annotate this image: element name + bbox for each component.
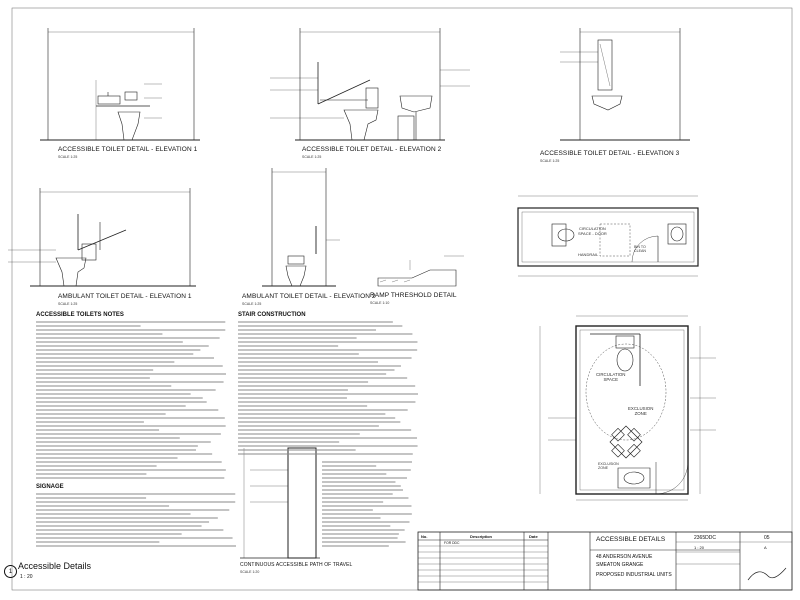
tb-col-no: No. xyxy=(421,534,428,539)
tb-col-description: Description xyxy=(470,534,493,539)
path-of-travel-title: CONTINUOUS ACCESSIBLE PATH OF TRAVEL xyxy=(240,562,353,568)
tb-scale: 1 : 20 xyxy=(694,545,705,550)
tb-revision: A xyxy=(764,545,767,550)
stair-notes-heading: STAIR CONSTRUCTION xyxy=(238,312,306,318)
view-scale: 1 : 20 xyxy=(20,574,33,580)
plan-handrail-label: HANDRAIL xyxy=(578,252,599,257)
accessible-notes-heading: ACCESSIBLE TOILETS NOTES xyxy=(36,312,124,318)
accessible-notes-lines xyxy=(36,321,226,479)
ambulant-plan-drawing xyxy=(517,195,699,277)
elevation-2-drawing xyxy=(270,28,470,141)
path-of-travel-scale: SCALE 1:20 xyxy=(240,570,260,574)
stair-notes-lower-lines xyxy=(322,461,412,547)
tb-row1-description: FOR DDC xyxy=(444,541,460,545)
elevation-3-title: ACCESSIBLE TOILET DETAIL - ELEVATION 3 xyxy=(540,150,680,157)
signage-lines xyxy=(36,493,236,547)
tb-project-name: PROPOSED INDUSTRIAL UNITS xyxy=(596,572,672,578)
ambulant-elevation-2-scale: SCALE 1:25 xyxy=(242,302,262,306)
ambulant-elevation-1-scale: SCALE 1:25 xyxy=(58,302,78,306)
signage-heading: SIGNAGE xyxy=(36,484,64,490)
elevation-3-drawing xyxy=(560,28,690,141)
elevation-2-scale: SCALE 1:25 xyxy=(302,155,322,159)
view-title: Accessible Details xyxy=(18,561,92,571)
title-block-linework xyxy=(417,531,793,591)
path-of-travel-drawing xyxy=(240,447,320,559)
ramp-threshold-drawing xyxy=(377,255,464,287)
ramp-threshold-title: RAMP THRESHOLD DETAIL xyxy=(370,292,457,299)
ambulant-elevation-1-title: AMBULANT TOILET DETAIL - ELEVATION 1 xyxy=(58,293,192,300)
plan-bin-label: BIN TO CLEAN xyxy=(634,245,646,253)
ramp-threshold-scale: SCALE 1:10 xyxy=(370,301,390,305)
plan-exclusion-zone-label: EXCLUSION ZONE xyxy=(628,406,654,416)
accessible-plan-drawing xyxy=(539,315,716,501)
view-number-marker: 1 xyxy=(4,565,17,578)
stair-notes-lines xyxy=(238,321,418,455)
tb-job-number: 2365DDC xyxy=(694,535,716,541)
elevation-1-drawing xyxy=(40,28,200,141)
tb-col-date: Date xyxy=(529,534,538,539)
elevation-1-title: ACCESSIBLE TOILET DETAIL - ELEVATION 1 xyxy=(58,146,198,153)
elevation-1-scale: SCALE 1:25 xyxy=(58,155,78,159)
elevation-3-scale: SCALE 1:25 xyxy=(540,159,560,163)
plan-circulation-label: CIRCULATION SPACE - DOOR xyxy=(578,226,607,236)
plan-circulation-space-label: CIRCULATION SPACE xyxy=(596,372,626,382)
tb-sheet-number: 05 xyxy=(764,535,770,541)
ambulant-elevation-2-title: AMBULANT TOILET DETAIL - ELEVATION 2 xyxy=(242,293,376,300)
elevation-2-title: ACCESSIBLE TOILET DETAIL - ELEVATION 2 xyxy=(302,146,442,153)
plan-exclusion-zone-label-2: EXCLUSION ZONE xyxy=(598,462,619,470)
tb-sheet-title: ACCESSIBLE DETAILS xyxy=(596,536,666,543)
tb-address-line-2: SMEATON GRANGE xyxy=(596,562,644,568)
ambulant-elevation-1-drawing xyxy=(8,188,196,287)
ambulant-elevation-2-drawing xyxy=(262,168,340,287)
tb-address-line-1: 48 ANDERSON AVENUE xyxy=(596,554,653,560)
